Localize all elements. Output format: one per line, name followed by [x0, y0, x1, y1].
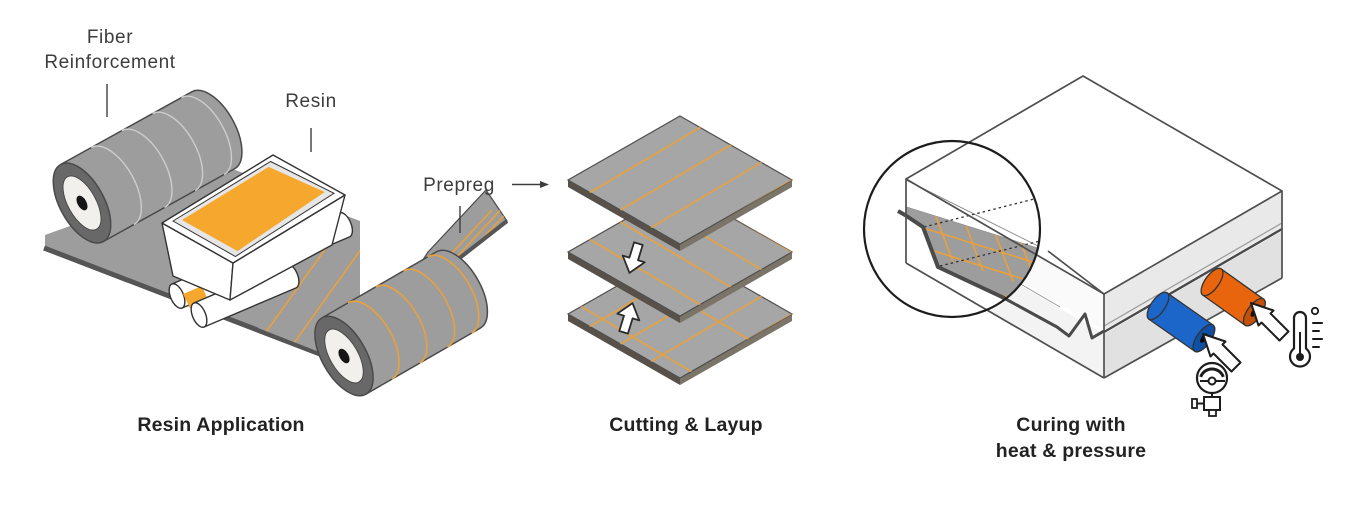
stage-cutting-layup: Cutting & Layup [566, 115, 794, 436]
arrow-down-icon [621, 241, 646, 274]
resin-bath [161, 154, 346, 301]
stage-title-cutting-layup: Cutting & Layup [609, 414, 763, 436]
nip-roller-lower [190, 263, 300, 328]
pressure-gauge-icon [1191, 361, 1229, 417]
stage-title-resin-application: Resin Application [137, 414, 304, 436]
resin-label: Resin [285, 91, 337, 112]
fiber-reinforcement-label-line2: Reinforcement [44, 52, 175, 73]
cursor-arrow-icon-heat [1250, 302, 1290, 342]
prepreg-label: Prepreg [423, 175, 495, 196]
fiber-reinforcement-label: Fiber [87, 27, 133, 48]
prepreg-arrow-right-icon [512, 181, 549, 188]
thermometer-icon [1288, 306, 1323, 368]
resin-surface [182, 166, 325, 252]
roll-core-hole [338, 348, 350, 364]
fiber-roll [52, 89, 243, 244]
formed-prepreg-edge [1001, 295, 1105, 340]
stage-resin-application: Fiber Reinforcement Resin Prepreg Resin … [43, 27, 549, 436]
roll-core-hole [76, 195, 88, 211]
stage-curing: Curing with heat & pressure [862, 75, 1323, 462]
cursor-arrow-icon-pressure [1202, 333, 1242, 373]
prepreg-roll [314, 249, 489, 397]
magnifier-circle [862, 139, 1042, 319]
arrow-up-icon [616, 302, 641, 335]
stage-title-curing-line2: heat & pressure [996, 440, 1146, 462]
stage-title-curing-line1: Curing with [1016, 414, 1125, 436]
ply-sheet-1 [566, 115, 794, 251]
